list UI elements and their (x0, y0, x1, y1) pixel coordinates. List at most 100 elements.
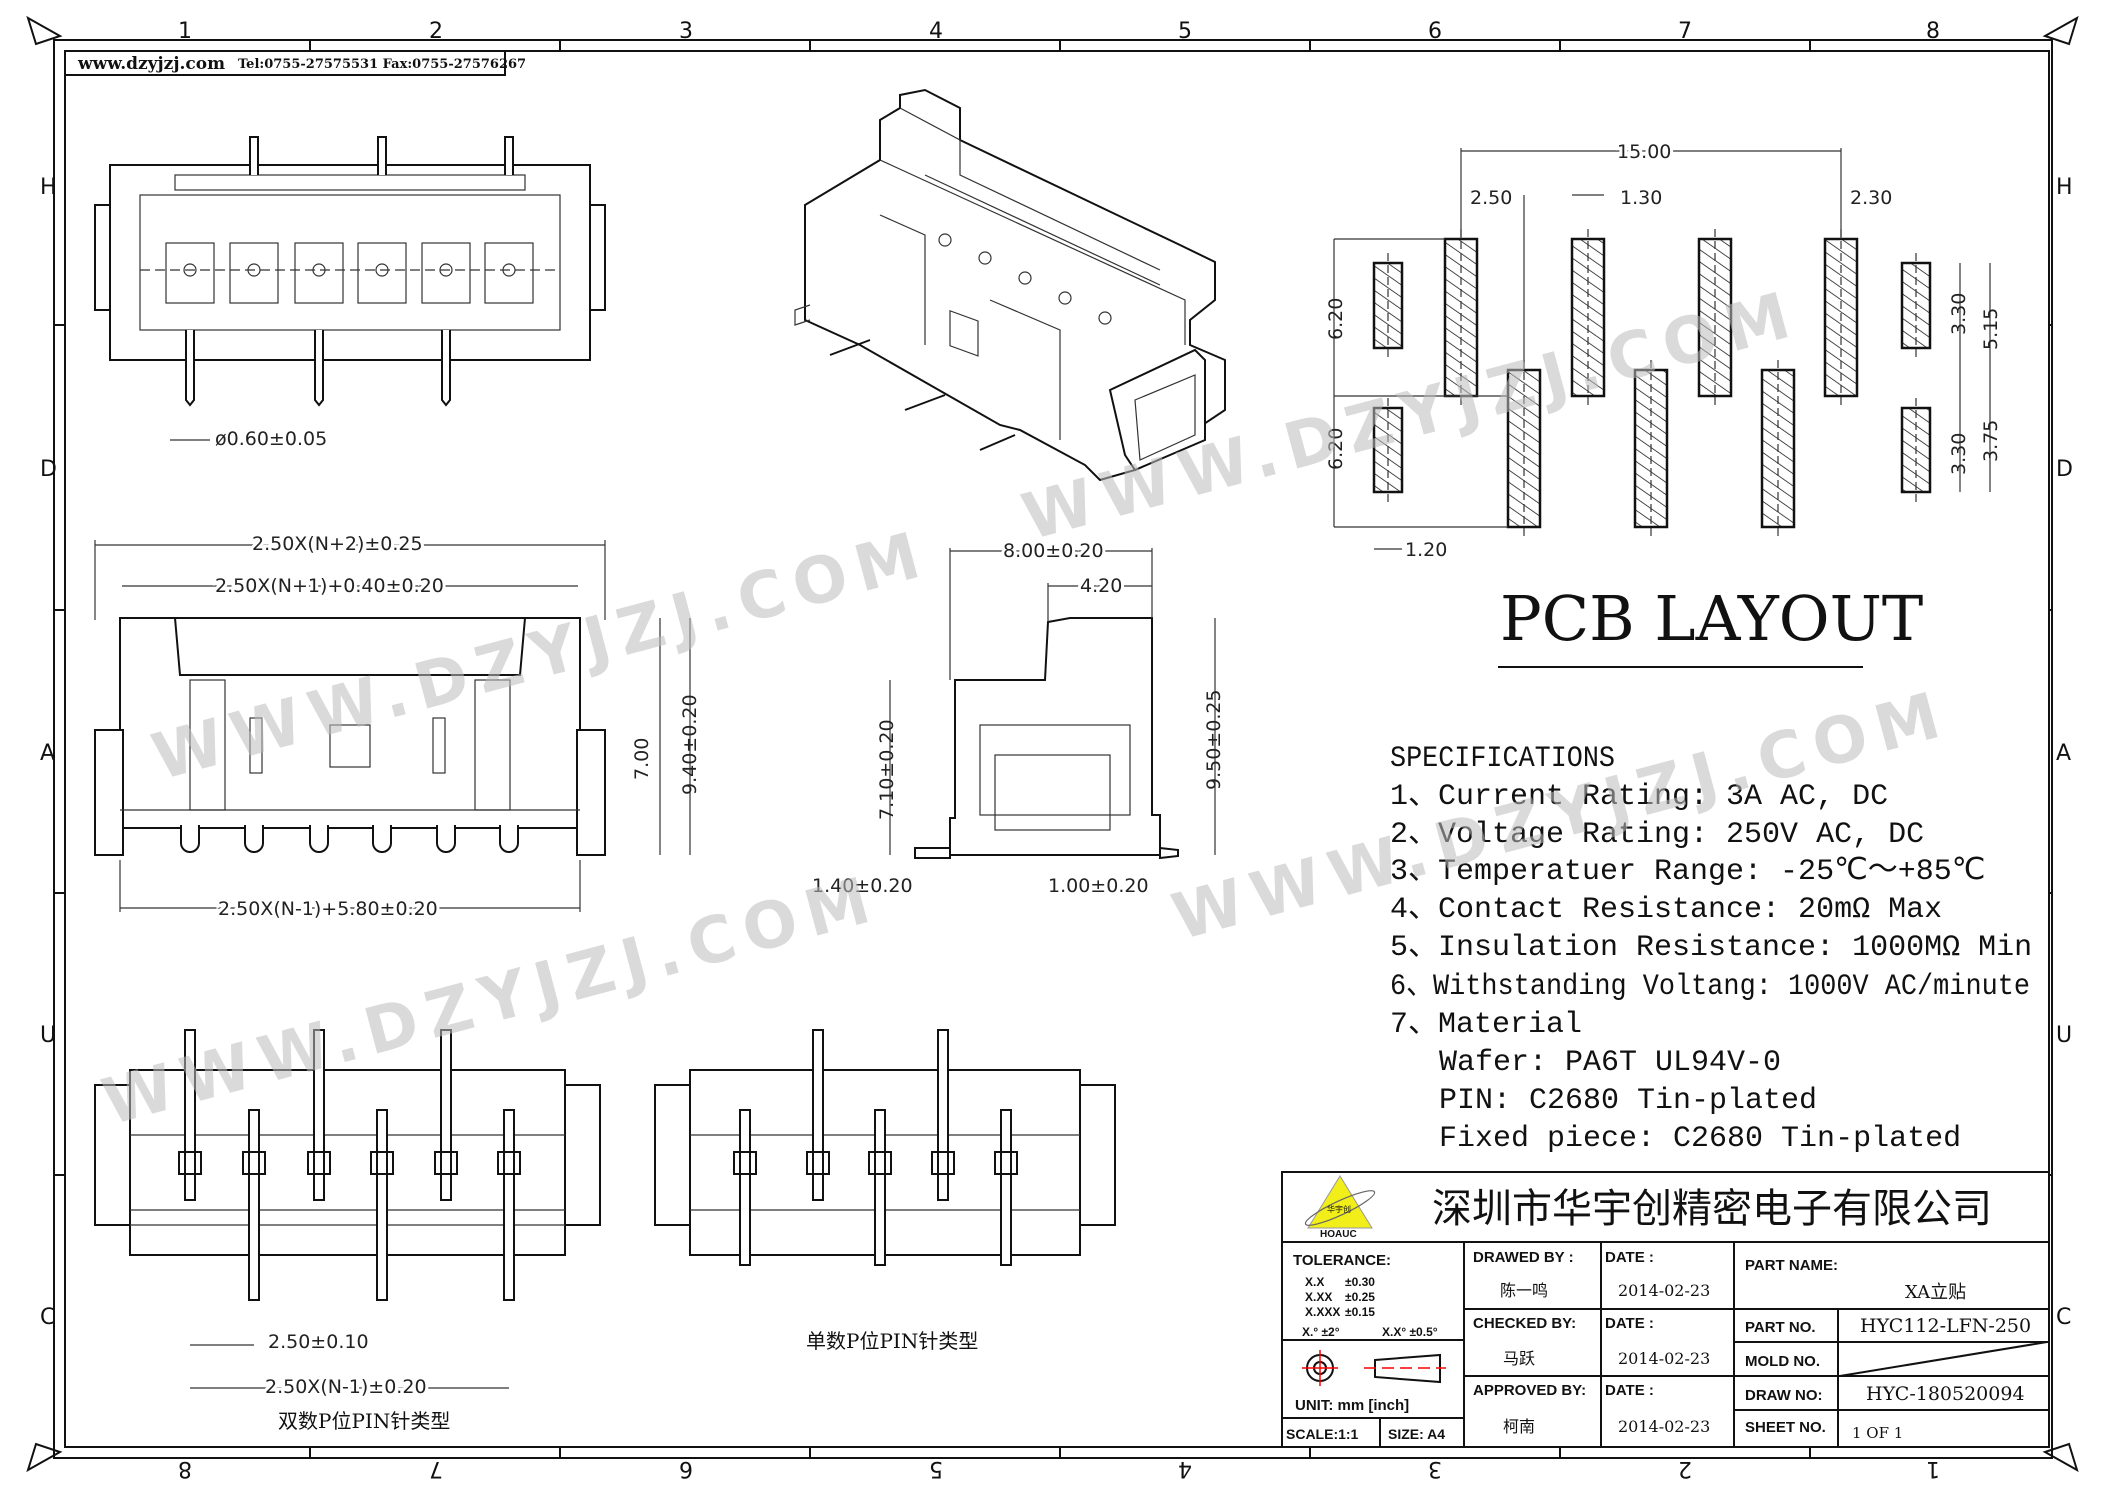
dim-span: 2.50X(N-1)±0.20 (265, 1376, 427, 1398)
front-view: 2.50X(N+2)±0.25 2.50X(N+1)+0.40±0.20 2.5… (94, 530, 701, 923)
drawed-by: 陈一鸣 (1500, 1281, 1548, 1300)
spec-item: 1、Current Rating: 3A AC, DC (1390, 780, 1888, 814)
pin-end (180, 825, 200, 853)
corner-arrow-icon (26, 1442, 63, 1473)
pin (812, 1029, 824, 1201)
contact-point (247, 263, 261, 277)
dim-pin-diameter: ø0.60±0.05 (215, 428, 327, 450)
grid-column-label: 1 (1926, 1456, 1940, 1481)
contact-point (312, 263, 326, 277)
angle-tol: X.X° ±0.5° (1382, 1325, 1438, 1339)
pcb-dim-side-offset: 3.75 (1980, 420, 2002, 462)
title-block: 华宇创 HOAUC 深圳市华宇创精密电子有限公司 TOLERANCE: X.X … (1281, 1171, 2050, 1448)
pin (376, 1109, 388, 1301)
dim-inner-height: 7.00 (631, 738, 653, 780)
dim-overall-width: 2.50X(N+2)±0.25 (252, 533, 423, 555)
dim-depth: 8.00±0.20 (1003, 540, 1104, 562)
part-no: HYC112-LFN-250 (1860, 1315, 2031, 1337)
pcb-dim-side-bottom: 3.30 (1948, 433, 1970, 475)
pcb-dim-pitch: 2.50 (1470, 187, 1512, 209)
spec-material: Fixed piece: C2680 Tin-plated (1439, 1122, 1961, 1156)
pcb-dim-side-pad-width: 1.20 (1405, 539, 1447, 561)
pin (377, 136, 387, 175)
contact-slot (294, 242, 344, 304)
company-name: 深圳市华宇创精密电子有限公司 (1432, 1186, 1992, 1232)
dim-height: 9.40±0.20 (679, 694, 701, 795)
grid-column-label: 1 (178, 19, 192, 44)
pin (504, 136, 514, 175)
inner-frame (64, 50, 2050, 1448)
pcb-pad (1633, 368, 1669, 529)
tol-format: X.XX (1305, 1290, 1332, 1304)
checked-by: 马跃 (1503, 1349, 1535, 1368)
contact-slot (357, 242, 407, 304)
unit-label: UNIT: mm [inch] (1295, 1397, 1409, 1414)
date-checked: 2014-02-23 (1618, 1349, 1710, 1368)
spec-item: 2、Voltage Rating: 250V AC, DC (1390, 818, 1924, 852)
dim-inner-width: 2.50X(N+1)+0.40±0.20 (215, 575, 444, 597)
sheet-no: 1 OF 1 (1852, 1424, 1903, 1442)
grid-column-label: 5 (929, 1456, 943, 1481)
pin-socket (242, 1151, 266, 1175)
pin-socket (733, 1151, 757, 1175)
contact-text: Tel:0755-27575531 Fax:0755-27576267 (238, 57, 526, 72)
website-text: www.dzyjzj.com (77, 54, 225, 74)
pcb-dim-end-offset: 2.30 (1850, 187, 1892, 209)
grid-row-label: D (40, 457, 57, 482)
pin (313, 1029, 325, 1201)
corner-arrow-icon (2042, 15, 2079, 46)
pin (248, 1109, 260, 1301)
isometric-view (794, 88, 1226, 482)
dim-right-pin: 1.00±0.20 (1048, 875, 1149, 897)
grid-column-label: 8 (1926, 19, 1940, 44)
grid-column-label: 4 (929, 19, 943, 44)
dim-height-right: 9.50±0.25 (1203, 689, 1225, 790)
spec-material: PIN: C2680 Tin-plated (1439, 1084, 1817, 1118)
spec-title: SPECIFICATIONS (1390, 742, 1615, 776)
contact-point (502, 263, 516, 277)
grid-column-label: 2 (1678, 1456, 1692, 1481)
pin (874, 1109, 886, 1266)
angle-tol: X.° ±2° (1302, 1325, 1340, 1339)
tol-value: ±0.25 (1345, 1290, 1375, 1304)
top-view: ø0.60±0.05 (94, 136, 606, 450)
grid-column-label: 3 (679, 19, 693, 44)
dim-height-left: 7.10±0.20 (876, 719, 898, 820)
pcb-dim-side-top: 3.30 (1948, 293, 1970, 335)
date-drawed: 2014-02-23 (1618, 1281, 1710, 1300)
pin-socket (434, 1151, 458, 1175)
bottom-view-even: 2.50±0.10 2.50X(N-1)±0.20 双数P位PIN针类型 (94, 1029, 601, 1433)
grid-row-label: U (2056, 1023, 2072, 1048)
contact-point (375, 263, 389, 277)
side-view: 8.00±0.20 4.20 7.10±0.20 9.50±0.25 1.40±… (812, 537, 1225, 897)
pin (1000, 1109, 1012, 1266)
spec-item: 3、Temperatuer Range: -25℃～+85℃ (1390, 855, 1985, 889)
pin-socket (868, 1151, 892, 1175)
tol-value: ±0.15 (1345, 1305, 1375, 1319)
grid-row-label: C (2056, 1305, 2071, 1330)
approved-by: 柯南 (1503, 1417, 1535, 1436)
grid-column-label: 5 (1178, 19, 1192, 44)
pin (739, 1109, 751, 1266)
pin-socket (307, 1151, 331, 1175)
pin-socket (370, 1151, 394, 1175)
spec-item: 5、Insulation Resistance: 1000MΩ Min (1390, 931, 2032, 965)
pin (249, 136, 259, 175)
date-approved: 2014-02-23 (1618, 1417, 1710, 1436)
drawed-by-label: DRAWED BY : (1473, 1249, 1574, 1266)
pin (314, 330, 324, 407)
grid-column-label: 8 (178, 1456, 192, 1481)
pin (185, 330, 195, 407)
grid-column-label: 6 (1428, 19, 1442, 44)
spec-item: 6、Withstanding Voltang: 1000V AC/minute (1390, 970, 2030, 1004)
pin-socket (994, 1151, 1018, 1175)
grid-column-label: 7 (429, 1456, 443, 1481)
company-logo: 华宇创 HOAUC (1304, 1175, 1376, 1240)
pcb-layout-title: PCB LAYOUT (1500, 582, 1923, 655)
contact-slot (165, 242, 215, 304)
corner-arrow-icon (2042, 1442, 2079, 1473)
scale-label: SCALE:1:1 (1286, 1426, 1359, 1442)
logo-text: HOAUC (1320, 1229, 1357, 1240)
date-label: DATE : (1605, 1315, 1654, 1332)
grid-row-label: A (2056, 741, 2071, 766)
